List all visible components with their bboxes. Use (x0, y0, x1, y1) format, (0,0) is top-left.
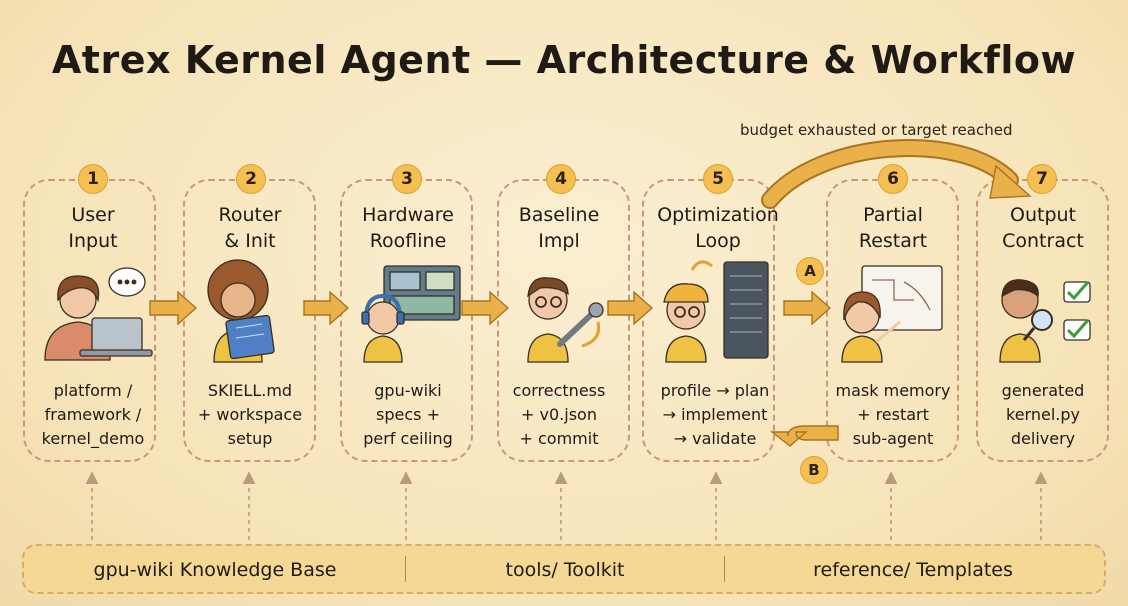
stage-number-badge: 4 (546, 164, 576, 194)
loop-marker-a: A (796, 257, 824, 285)
flow-arrow-a (783, 290, 832, 326)
whiteboard-icon (841, 265, 943, 363)
server-rack-icon (663, 260, 769, 363)
feedback-curved-arrow (761, 139, 1032, 209)
user-laptop-icon (44, 267, 153, 361)
stage-number-badge: 7 (1027, 164, 1057, 194)
stage-number-badge: 2 (236, 164, 266, 194)
stage-number-badge: 3 (392, 164, 422, 194)
magnifier-checklist-icon (999, 279, 1091, 363)
stage-description: correctness+ v0.json+ commit (512, 381, 606, 448)
stage-description: platform /framework /kernel_demo (41, 381, 145, 448)
router-blueprint-icon (207, 259, 275, 363)
resource-divider (405, 556, 406, 582)
hardware-dashboard-icon (361, 265, 461, 363)
stage-number-badge: 5 (703, 164, 733, 194)
flow-arrow (303, 290, 350, 326)
stage-description: profile → plan→ implement→ validate (660, 381, 770, 448)
resource-reference-templates: reference/ Templates (813, 559, 1013, 581)
stage-title: Router& Init (218, 204, 282, 252)
resource-link-arrows (85, 471, 1048, 540)
resource-gpu-wiki: gpu-wiki Knowledge Base (93, 559, 337, 581)
flow-arrow (607, 290, 654, 326)
wrench-icon (527, 277, 604, 363)
stage-number-badge: 1 (78, 164, 108, 194)
resource-tools-toolkit: tools/ Toolkit (505, 559, 625, 581)
return-arrow-b (769, 425, 839, 447)
loop-marker-b: B (800, 456, 828, 484)
knowledge-resource-bar (22, 544, 1106, 594)
diagram-title: Atrex Kernel Agent — Architecture & Work… (51, 38, 1077, 82)
flow-arrow (461, 290, 510, 326)
feedback-arrow-label: budget exhausted or target reached (740, 121, 1013, 139)
flow-arrow (149, 290, 198, 326)
stage-number-badge: 6 (878, 164, 908, 194)
resource-divider (724, 556, 725, 582)
